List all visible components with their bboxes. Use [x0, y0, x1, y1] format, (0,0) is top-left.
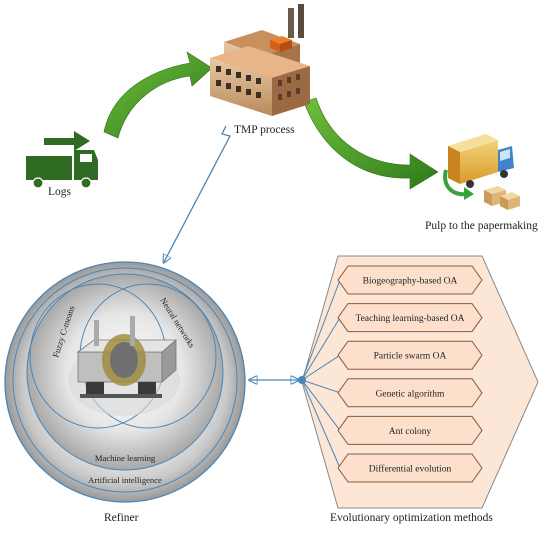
method-hexagon: [337, 453, 483, 483]
spoke-line: [301, 279, 341, 381]
refiner-diagram: Fuzzy C-means Neural networks Machine le…: [4, 261, 246, 503]
tmp-to-refiner-connector: [164, 125, 231, 262]
tmp-process-label: TMP process: [234, 124, 295, 136]
spoke-line: [301, 379, 341, 469]
method-hexagon: [337, 378, 483, 408]
method-label: Teaching learning-based OA: [355, 314, 464, 324]
logs-label: Logs: [48, 186, 71, 198]
logs-truck-icon: [26, 131, 98, 189]
method-label: Biogeography-based OA: [363, 277, 458, 287]
refiner-label: Refiner: [104, 512, 139, 524]
method-list: Biogeography-based OA Teaching learning-b…: [337, 265, 483, 483]
refiner-machine-icon: [68, 316, 180, 416]
method-hexagon: [337, 415, 483, 445]
spoke-line: [301, 379, 341, 431]
machine-learning-label: Machine learning: [95, 453, 156, 463]
green-arrow-to-factory: [103, 51, 213, 139]
artificial-intelligence-label: Artificial intelligence: [88, 475, 162, 485]
evolutionary-methods-label: Evolutionary optimization methods: [330, 512, 493, 524]
method-hexagon: [337, 303, 483, 333]
pulp-label: Pulp to the papermaking: [425, 220, 538, 232]
hub-spokes: [301, 279, 341, 469]
method-hexagon: [337, 340, 483, 370]
green-arrow-to-pulp: [303, 97, 439, 190]
method-label: Genetic algorithm: [376, 389, 445, 399]
hub-node: [298, 376, 306, 384]
method-hexagon: [337, 265, 483, 295]
spoke-line: [301, 354, 341, 381]
method-label: Particle swarm OA: [374, 352, 447, 362]
spoke-line: [301, 317, 341, 381]
spoke-line: [301, 379, 341, 394]
delivery-truck-icon: [443, 134, 520, 210]
method-label: Differential evolution: [369, 464, 452, 475]
factory-icon: [210, 4, 310, 116]
method-label: Ant colony: [389, 427, 432, 437]
